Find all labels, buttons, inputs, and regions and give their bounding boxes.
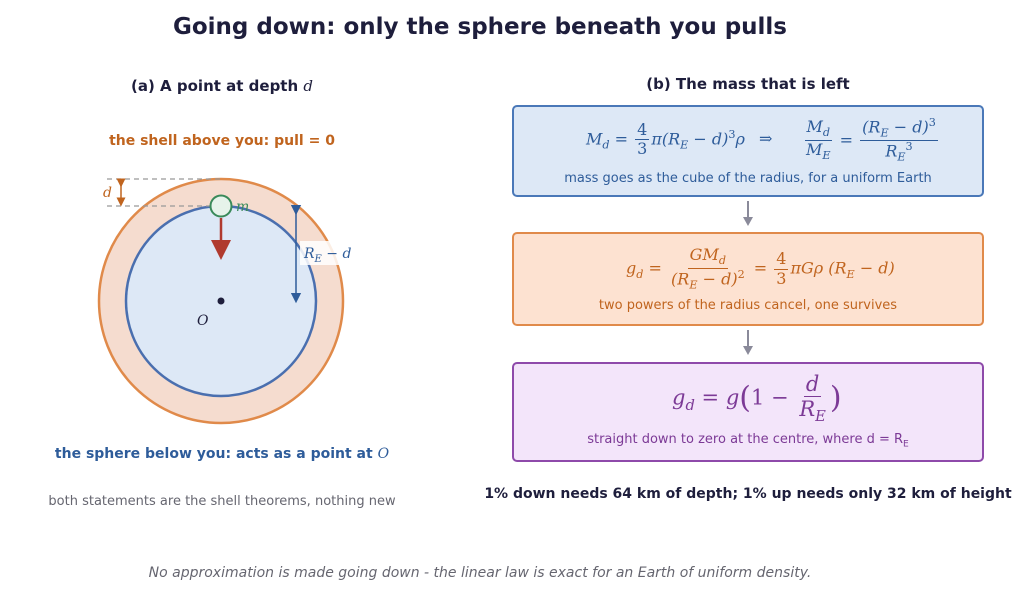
center-label: O xyxy=(197,313,209,329)
panel-a-title-prefix: (a) A point at depth xyxy=(131,77,304,95)
panel-a-title: (a) A point at depth d xyxy=(0,77,444,95)
panel-a-title-var: d xyxy=(303,77,313,95)
comparison-note: 1% down needs 64 km of depth; 1% up need… xyxy=(484,486,1012,502)
center-point xyxy=(217,297,225,305)
depth-diagram: d m O RE − d xyxy=(97,177,351,425)
radius-label: RE − d xyxy=(303,246,351,265)
shell-theorems-note: both statements are the shell theorems, … xyxy=(48,494,396,509)
point-mass xyxy=(209,194,233,218)
panel-b-title: (b) The mass that is left xyxy=(646,75,850,93)
page-title: Going down: only the sphere beneath you … xyxy=(172,14,787,40)
box2-caption: two powers of the radius cancel, one sur… xyxy=(598,298,898,313)
sphere-note-var: O xyxy=(377,446,390,462)
footer-note: No approximation is made going down - th… xyxy=(148,565,812,581)
box1-caption: mass goes as the cube of the radius, for… xyxy=(564,171,932,186)
depth-label: d xyxy=(103,185,112,201)
shell-note: the shell above you: pull = 0 xyxy=(109,133,335,149)
implies-arrow: ⇒ xyxy=(759,129,773,148)
radius-label-bg xyxy=(300,241,350,265)
sphere-note-prefix: the sphere below you: acts as a point at xyxy=(54,446,378,462)
box3-caption: straight down to zero at the centre, whe… xyxy=(587,432,909,450)
mass-label: m xyxy=(236,199,249,215)
flow-arrow-1 xyxy=(743,201,753,226)
flow-arrow-2 xyxy=(743,330,753,355)
sphere-note: the sphere below you: acts as a point at… xyxy=(0,446,444,462)
